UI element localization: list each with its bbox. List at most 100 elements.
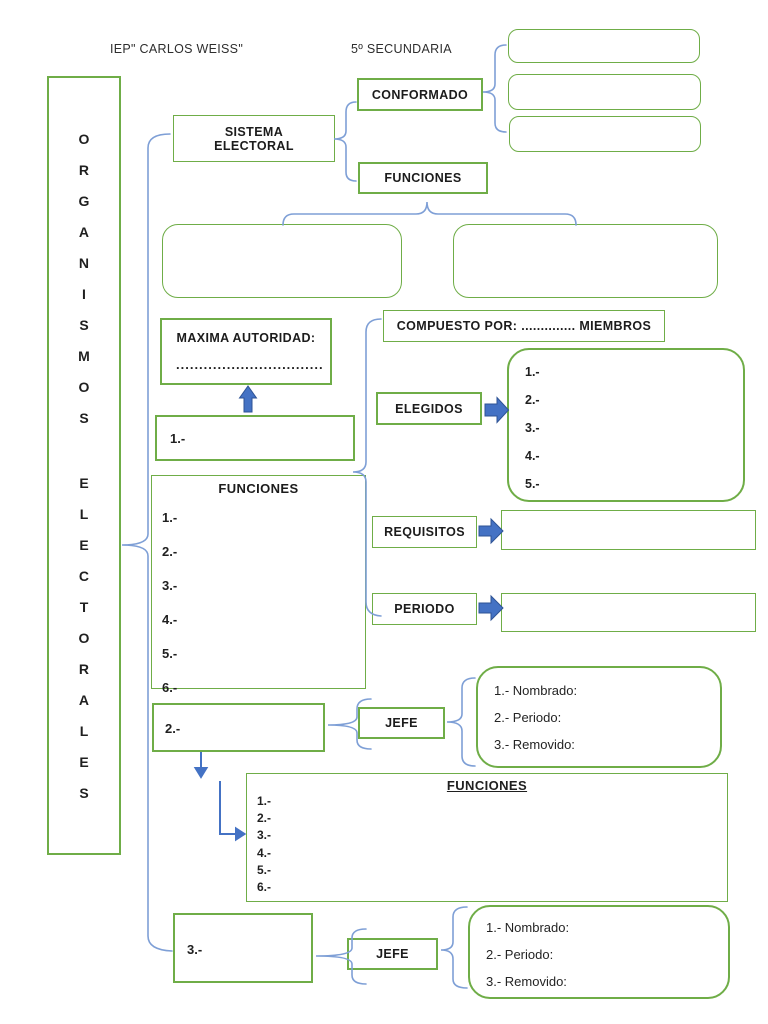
list-item: 2.- bbox=[162, 544, 178, 559]
arrow-right-elegidos bbox=[484, 396, 510, 424]
arrow-up-maxima bbox=[238, 385, 258, 413]
conformado-box: CONFORMADO bbox=[357, 78, 483, 111]
compuesto-por-label: COMPUESTO POR: .............. MIEMBROS bbox=[396, 319, 652, 333]
vertical-letter: M bbox=[78, 348, 90, 364]
periodo-box: PERIODO bbox=[372, 593, 477, 625]
funciones-sistema-label: FUNCIONES bbox=[384, 171, 462, 185]
sistema-line1: SISTEMA bbox=[224, 124, 284, 139]
jefe-2-detail-box: 1.- Nombrado: 2.- Periodo: 3.- Removido: bbox=[476, 666, 722, 768]
vertical-letter: E bbox=[79, 754, 89, 770]
vertical-letter: L bbox=[79, 506, 89, 522]
maxima-autoridad-label: MAXIMA AUTORIDAD: bbox=[176, 331, 316, 345]
funciones-organismo-2-box: FUNCIONES 1.-2.-3.-4.-5.-6.- bbox=[246, 773, 728, 902]
brace-conformado bbox=[482, 44, 507, 133]
list-item: 3.- bbox=[162, 578, 178, 593]
elegidos-box: ELEGIDOS bbox=[376, 392, 482, 425]
jefe-organismo-3-label: JEFE bbox=[376, 947, 409, 961]
conformado-label: CONFORMADO bbox=[371, 87, 469, 102]
organismo-1-box: 1.- bbox=[155, 415, 355, 461]
list-item: 1.- bbox=[257, 794, 272, 808]
vertical-letter: R bbox=[78, 162, 90, 178]
arrow-elbow-line bbox=[219, 781, 236, 835]
vertical-letter: C bbox=[78, 568, 90, 584]
jefe-organismo-2-box: JEFE bbox=[358, 707, 445, 739]
organismo-1-label: 1.- bbox=[170, 431, 186, 446]
elegidos-list: 1.- 2.- 3.- 4.- 5.- bbox=[509, 358, 743, 498]
vertical-letter: S bbox=[79, 317, 89, 333]
list-item: 1.- bbox=[162, 510, 178, 525]
funciones-organismo-2-title: FUNCIONES bbox=[446, 778, 528, 793]
list-item: 4.- bbox=[257, 845, 272, 860]
arrow-down-head bbox=[193, 767, 209, 779]
list-item: 3.- bbox=[257, 828, 272, 843]
conformado-answer-box-2 bbox=[508, 74, 701, 110]
funciones-answer-box-left bbox=[162, 224, 402, 298]
jefe-organismo-2-label: JEFE bbox=[385, 716, 418, 730]
funciones-organismo-1-list: 1.- 2.- 3.- 4.- 5.- 6.- bbox=[152, 501, 365, 705]
funciones-organismo-1-title: FUNCIONES bbox=[218, 481, 299, 496]
jefe-3-detail-list: 1.- Nombrado: 2.- Periodo: 3.- Removido: bbox=[470, 914, 728, 995]
arrow-elbow-head bbox=[235, 826, 247, 842]
list-item: 4.- bbox=[525, 449, 540, 463]
vertical-letter: E bbox=[79, 475, 89, 491]
vertical-letter: O bbox=[78, 630, 90, 646]
vertical-letter: L bbox=[79, 723, 89, 739]
vertical-letter: E bbox=[79, 537, 89, 553]
list-item: 6.- bbox=[162, 680, 178, 695]
vertical-letter: A bbox=[78, 224, 90, 240]
sistema-line2: ELECTORAL bbox=[214, 138, 294, 153]
arrow-right-periodo bbox=[478, 594, 504, 622]
list-item: 2.- Periodo: bbox=[486, 947, 554, 962]
requisitos-box: REQUISITOS bbox=[372, 516, 477, 548]
organismo-3-label: 3.- bbox=[187, 942, 203, 957]
funciones-organismo-2-list: 1.-2.-3.-4.-5.-6.- bbox=[247, 793, 727, 896]
vertical-letter: G bbox=[78, 193, 90, 209]
conformado-answer-box-3 bbox=[509, 116, 701, 152]
conformado-answer-box-1 bbox=[508, 29, 700, 63]
organismo-2-label: 2.- bbox=[165, 721, 181, 736]
brace-sistema bbox=[333, 101, 357, 182]
list-item: 3.- Removido: bbox=[486, 974, 567, 989]
list-item: 1.- bbox=[525, 365, 540, 379]
periodo-label: PERIODO bbox=[394, 602, 455, 616]
list-item: 5.- bbox=[162, 646, 178, 661]
list-item: 2.- bbox=[257, 811, 272, 826]
list-item: 6.- bbox=[257, 880, 272, 895]
elegidos-list-box: 1.- 2.- 3.- 4.- 5.- bbox=[507, 348, 745, 502]
school-name: IEP" CARLOS WEISS" bbox=[110, 42, 244, 56]
organismo-3-box: 3.- bbox=[173, 913, 313, 983]
maxima-autoridad-dotted-line: ...................................... bbox=[176, 357, 322, 372]
funciones-answer-box-right bbox=[453, 224, 718, 298]
sistema-electoral-box: SISTEMA ELECTORAL bbox=[173, 115, 335, 162]
vertical-letter: S bbox=[79, 785, 89, 801]
organismo-2-box: 2.- bbox=[152, 703, 325, 752]
list-item: 2.- bbox=[525, 393, 540, 407]
list-item: 3.- bbox=[525, 421, 540, 435]
vertical-letter: N bbox=[78, 255, 90, 271]
vertical-letter: O bbox=[78, 379, 90, 395]
brace-jefe3 bbox=[440, 906, 468, 989]
elegidos-label: ELEGIDOS bbox=[395, 401, 463, 416]
list-item: 5.- bbox=[525, 477, 540, 491]
list-item: 3.- Removido: bbox=[494, 737, 575, 752]
vertical-letter: A bbox=[78, 692, 90, 708]
vertical-letter: S bbox=[79, 410, 89, 426]
requisitos-answer-box bbox=[501, 510, 756, 550]
vertical-letter: R bbox=[78, 661, 90, 677]
list-item: 4.- bbox=[162, 612, 178, 627]
vertical-letter: T bbox=[79, 599, 89, 615]
list-item: 1.- Nombrado: bbox=[494, 683, 578, 698]
grade-label: 5º SECUNDARIA bbox=[351, 42, 452, 56]
periodo-answer-box bbox=[501, 593, 756, 632]
list-item: 2.- Periodo: bbox=[494, 710, 562, 725]
jefe-2-detail-list: 1.- Nombrado: 2.- Periodo: 3.- Removido: bbox=[478, 677, 720, 758]
list-item: 1.- Nombrado: bbox=[486, 920, 570, 935]
brace-funciones bbox=[282, 201, 577, 226]
jefe-3-detail-box: 1.- Nombrado: 2.- Periodo: 3.- Removido: bbox=[468, 905, 730, 999]
funciones-sistema-box: FUNCIONES bbox=[358, 162, 488, 194]
